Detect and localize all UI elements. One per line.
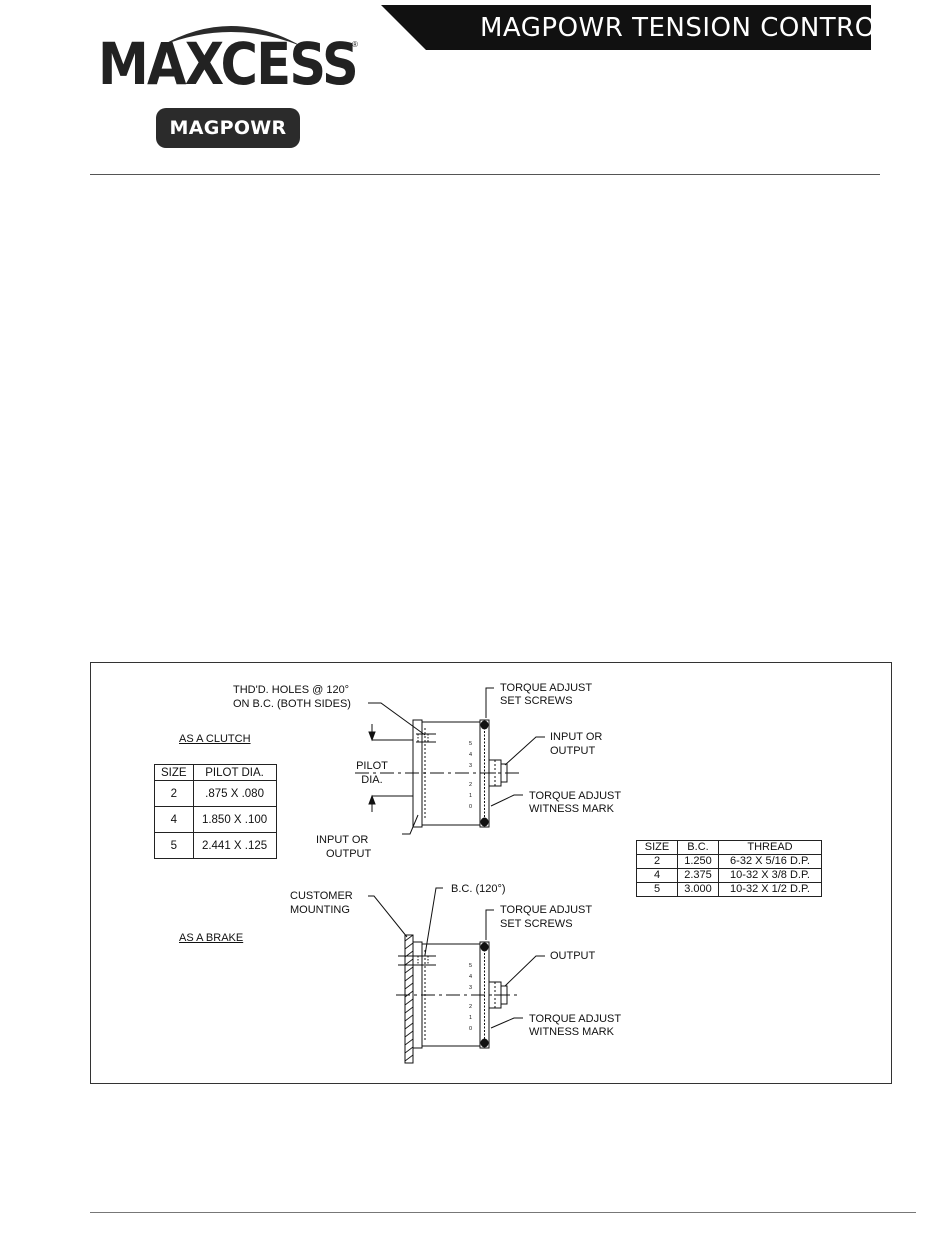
thread-bc-cell: 3.000 <box>677 882 719 897</box>
table-header-row: SIZE B.C. THREAD <box>636 840 822 855</box>
thread-size-cell: 4 <box>636 868 678 883</box>
clutch-input-left-line2: OUTPUT <box>326 848 372 860</box>
pilot-size-cell: 2 <box>154 780 194 807</box>
page-title: MAGPOWR TENSION CONTROL <box>480 13 891 43</box>
clutch-scale-0: 0 <box>469 804 472 810</box>
bolt-circle-thread-table: SIZE B.C. THREAD 2 1.250 6-32 X 5/16 D.P… <box>636 840 822 897</box>
clutch-scale-2: 2 <box>469 782 472 788</box>
brake-scale-0: 0 <box>469 1026 472 1032</box>
as-clutch-heading: AS A CLUTCH <box>179 733 251 745</box>
brake-torque-screws-line1: TORQUE ADJUST <box>500 904 593 916</box>
pilot-dia-cell: .875 X .080 <box>192 780 277 807</box>
table-row: 4 1.850 X .100 <box>154 806 277 833</box>
pilot-header-size: SIZE <box>154 764 194 781</box>
brake-witness-line1: TORQUE ADJUST <box>529 1013 622 1025</box>
clutch-witness-line2: WITNESS MARK <box>529 803 614 815</box>
header-rule <box>90 174 880 175</box>
clutch-scale-1: 1 <box>469 793 472 799</box>
clutch-input-right-line2: OUTPUT <box>550 745 596 757</box>
brake-scale-1: 1 <box>469 1015 472 1021</box>
pilot-dia-label-line1: PILOT <box>356 760 388 772</box>
thread-bc-cell: 2.375 <box>677 868 719 883</box>
thread-size-cell: 5 <box>636 882 678 897</box>
thread-header-thread: THREAD <box>718 840 822 855</box>
bolt-circle-label: B.C. (120°) <box>451 883 506 895</box>
customer-mounting-line2: MOUNTING <box>290 904 350 916</box>
maxcess-logo: MAXCESS ® MAGPOWR <box>96 12 366 152</box>
pilot-size-cell: 4 <box>154 806 194 833</box>
clutch-input-right-line1: INPUT OR <box>550 731 603 743</box>
brake-torque-screws-line2: SET SCREWS <box>500 918 573 930</box>
logo-arc-swoosh <box>161 26 301 46</box>
brake-output-label: OUTPUT <box>550 950 596 962</box>
thread-header-bc: B.C. <box>677 840 719 855</box>
registered-mark: ® <box>352 40 358 49</box>
pilot-dia-cell: 2.441 X .125 <box>192 832 277 859</box>
thread-spec-cell: 10-32 X 3/8 D.P. <box>718 868 822 883</box>
brake-scale-4: 4 <box>469 974 472 980</box>
pilot-header-dia: PILOT DIA. <box>192 764 277 781</box>
brake-scale-3: 3 <box>469 985 472 991</box>
table-header-row: SIZE PILOT DIA. <box>154 764 277 781</box>
thread-size-cell: 2 <box>636 854 678 869</box>
table-row: 2 .875 X .080 <box>154 780 277 807</box>
table-row: 5 2.441 X .125 <box>154 832 277 859</box>
pilot-diameter-table: SIZE PILOT DIA. 2 .875 X .080 4 1.850 X … <box>154 764 277 859</box>
clutch-scale-4: 4 <box>469 752 472 758</box>
thread-spec-cell: 10-32 X 1/2 D.P. <box>718 882 822 897</box>
table-row: 5 3.000 10-32 X 1/2 D.P. <box>636 882 822 897</box>
clutch-torque-screws-line1: TORQUE ADJUST <box>500 682 593 694</box>
logo-maxcess-text: MAXCESS <box>98 30 359 98</box>
thread-bc-cell: 1.250 <box>677 854 719 869</box>
clutch-scale-3: 3 <box>469 763 472 769</box>
threaded-holes-label-line1: THD'D. HOLES @ 120° <box>233 684 350 696</box>
brake-scale-5: 5 <box>469 963 472 969</box>
pilot-dia-cell: 1.850 X .100 <box>192 806 277 833</box>
brake-witness-line2: WITNESS MARK <box>529 1026 614 1038</box>
drawing-frame <box>90 662 892 1084</box>
thread-header-size: SIZE <box>636 840 678 855</box>
thread-spec-cell: 6-32 X 5/16 D.P. <box>718 854 822 869</box>
pilot-dia-label-line2: DIA. <box>361 774 383 786</box>
footer-rule <box>90 1212 916 1213</box>
logo-magpowr-badge: MAGPOWR <box>156 108 300 148</box>
clutch-torque-screws-line2: SET SCREWS <box>500 695 573 707</box>
customer-mounting-line1: CUSTOMER <box>290 890 353 902</box>
table-row: 4 2.375 10-32 X 3/8 D.P. <box>636 868 822 883</box>
clutch-unit-drawing <box>355 687 545 835</box>
clutch-input-left-line1: INPUT OR <box>316 834 369 846</box>
brake-scale-2: 2 <box>469 1004 472 1010</box>
table-row: 2 1.250 6-32 X 5/16 D.P. <box>636 854 822 869</box>
as-brake-heading: AS A BRAKE <box>179 932 244 944</box>
brake-unit-drawing <box>368 887 545 1064</box>
clutch-witness-line1: TORQUE ADJUST <box>529 790 622 802</box>
pilot-size-cell: 5 <box>154 832 194 859</box>
clutch-scale-5: 5 <box>469 741 472 747</box>
threaded-holes-label-line2: ON B.C. (BOTH SIDES) <box>233 698 351 710</box>
title-band <box>381 5 871 50</box>
